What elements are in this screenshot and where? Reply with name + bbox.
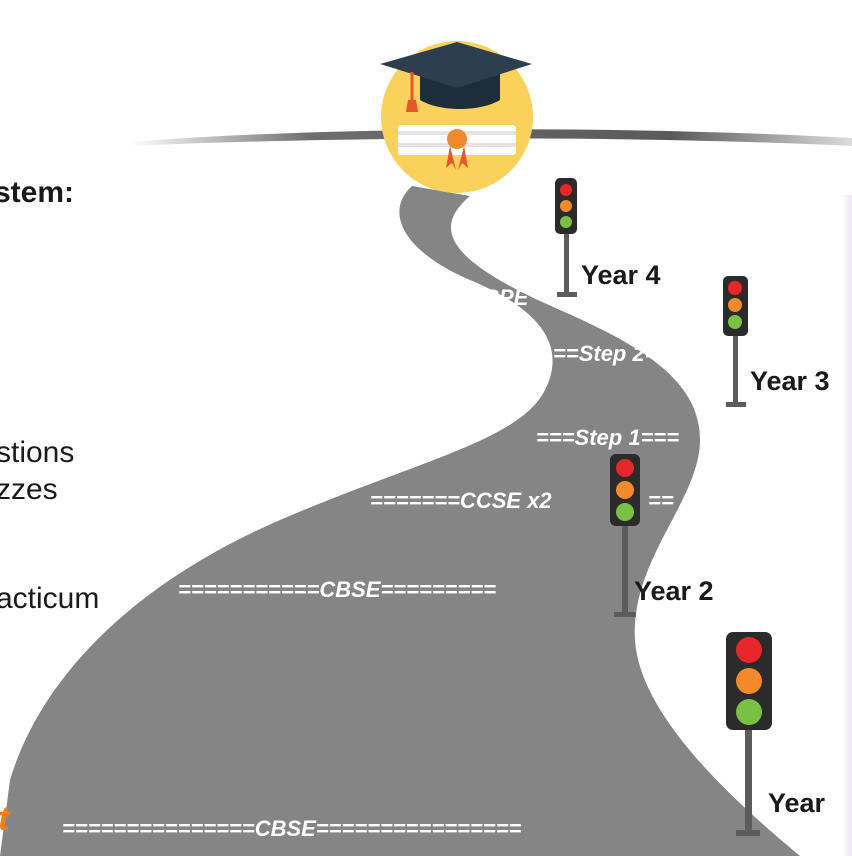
traffic-light-year-2 (610, 454, 640, 617)
traffic-light-year-3 (723, 276, 748, 407)
graduation-cap-diploma-icon (380, 41, 533, 193)
list-item-fragment-1: stions (0, 436, 75, 469)
year-1-label: Year (768, 788, 826, 818)
road-label-ccse-tail: == (648, 488, 674, 513)
traffic-light-year-4 (555, 178, 577, 297)
road-label-ccse: =======CCSE x2 (370, 488, 552, 513)
accent-fragment: t (0, 800, 9, 839)
heading-fragment: stem: (0, 176, 75, 209)
list-item-fragment-3: acticum (0, 582, 100, 615)
winding-road (0, 186, 800, 856)
list-item-fragment-2: zzes (0, 473, 58, 506)
side-panel-edge (842, 195, 852, 856)
road-label-step-1: ===Step 1=== (536, 425, 680, 450)
year-3-label: Year 3 (750, 366, 830, 396)
road-label-step-2: ==Step 2== (553, 341, 671, 366)
year-2-label: Year 2 (634, 576, 714, 606)
road-label-cbse-upper: ===========CBSE========= (178, 577, 497, 602)
road-label-mspe: MSPE (466, 285, 529, 310)
road-label-cbse-lower: ===============CBSE================ (62, 816, 522, 841)
traffic-light-year-1 (726, 632, 772, 836)
year-4-label: Year 4 (581, 260, 661, 290)
